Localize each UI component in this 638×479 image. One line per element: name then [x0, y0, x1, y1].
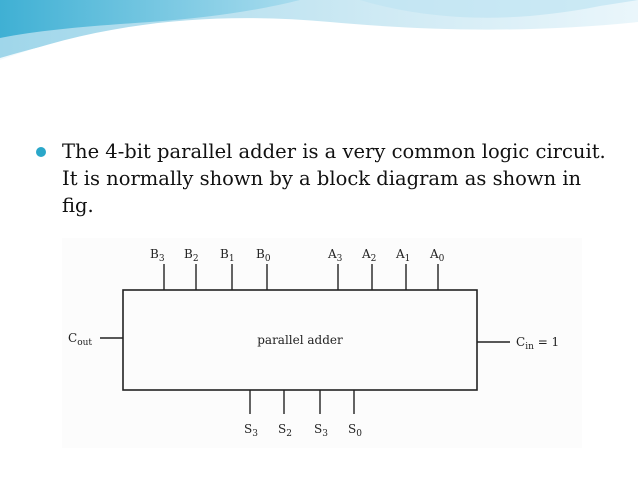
header-wave-decoration — [0, 0, 638, 64]
input-label-a1: A1 — [395, 247, 410, 264]
input-label-b3: B3 — [150, 247, 165, 264]
output-label-s0: S0 — [348, 422, 362, 439]
bullet-point-icon — [36, 147, 46, 157]
input-label-b2: B2 — [184, 247, 199, 264]
carry-out-label: Cout — [68, 331, 92, 348]
bullet-line: The 4-bit parallel adder is a very commo… — [62, 140, 606, 163]
bullet-line: fig. — [62, 194, 94, 217]
parallel-adder-diagram: parallel adder B3 B2 B1 B0 A3 A2 A1 A0 S… — [62, 238, 582, 448]
output-label-s2: S2 — [278, 422, 292, 439]
diagram-background — [62, 238, 582, 448]
input-label-a2: A2 — [361, 247, 376, 264]
output-label-s1: S3 — [314, 422, 328, 439]
bullet-item: The 4-bit parallel adder is a very commo… — [36, 138, 616, 219]
bullet-line: It is normally shown by a block diagram … — [62, 167, 582, 190]
input-label-b1: B1 — [220, 247, 235, 264]
block-label: parallel adder — [257, 333, 343, 347]
bullet-text: The 4-bit parallel adder is a very commo… — [62, 138, 616, 219]
adder-block — [122, 289, 478, 391]
input-label-a0: A0 — [429, 247, 445, 264]
input-label-a3: A3 — [327, 247, 343, 264]
output-label-s3: S3 — [244, 422, 258, 439]
carry-in-label: Cin = 1 — [516, 335, 559, 352]
input-label-b0: B0 — [256, 247, 271, 264]
